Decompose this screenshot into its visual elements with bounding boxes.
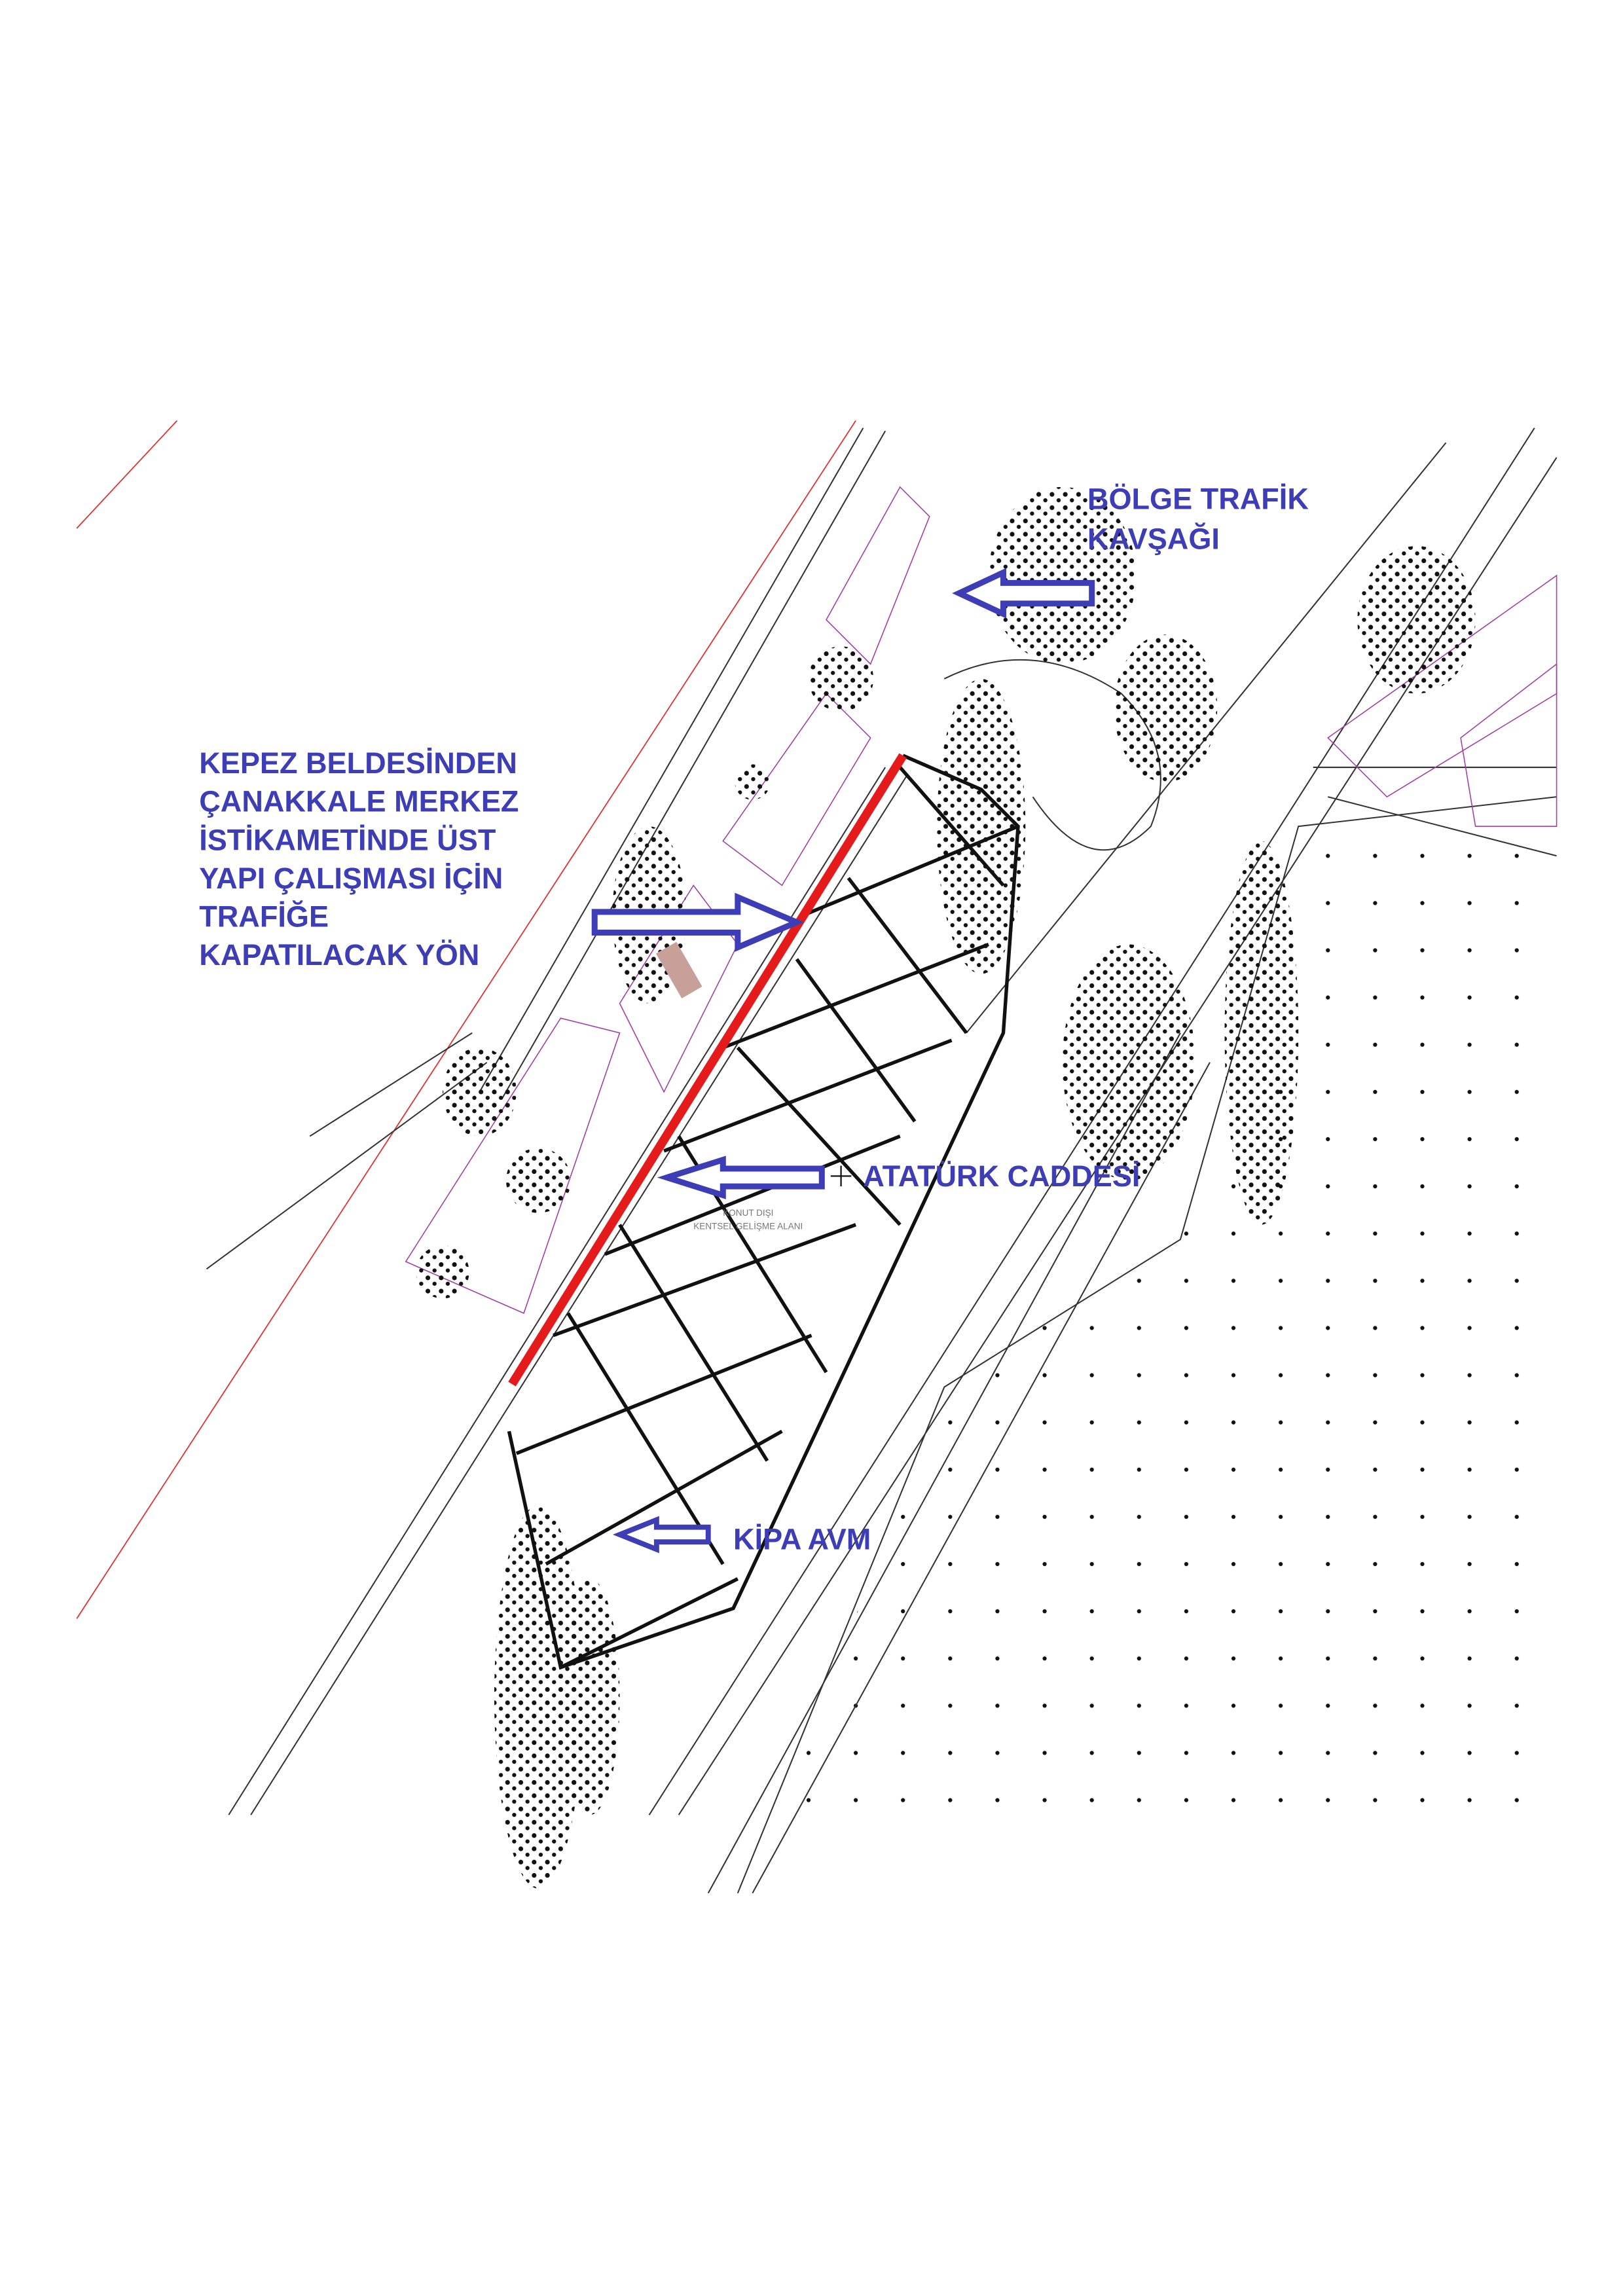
arrow-right-icon — [591, 892, 805, 952]
open-land-dots — [767, 826, 1557, 1845]
arrow-left-icon — [612, 1516, 711, 1554]
closure-note-line: İSTİKAMETİNDE ÜST — [199, 823, 496, 856]
closure-note: KEPEZ BELDESİNDEN ÇANAKKALE MERKEZ İSTİK… — [199, 746, 519, 972]
boundary-line — [76, 420, 856, 1619]
closure-note-line: YAPI ÇALIŞMASI İÇİN — [199, 862, 503, 895]
closure-note-line: KEPEZ BELDESİNDEN — [199, 746, 517, 780]
junction-label: KAVŞAĞI — [1087, 522, 1220, 556]
closed-road-segment — [508, 753, 907, 1387]
zone-label: KONUT DIŞI — [723, 1208, 773, 1218]
tree-clusters — [416, 486, 1476, 1889]
mall-label: KİPA AVM — [733, 1522, 871, 1556]
closure-note-line: ÇANAKKALE MERKEZ — [199, 785, 519, 818]
arrow-left-icon — [657, 1156, 825, 1199]
closure-note-line: TRAFİĞE — [199, 900, 329, 933]
junction-label: BÖLGE TRAFİK — [1087, 483, 1309, 516]
zone-label: KENTSEL GELİŞME ALANI — [693, 1221, 803, 1231]
parking-grid — [507, 754, 1020, 1670]
closure-note-line: KAPATILACAK YÖN — [199, 938, 479, 972]
arrow-left-icon — [952, 568, 1095, 619]
boundary-line — [76, 420, 178, 529]
building — [655, 941, 702, 998]
street-label: ATATÜRK CADDESİ — [863, 1159, 1140, 1193]
